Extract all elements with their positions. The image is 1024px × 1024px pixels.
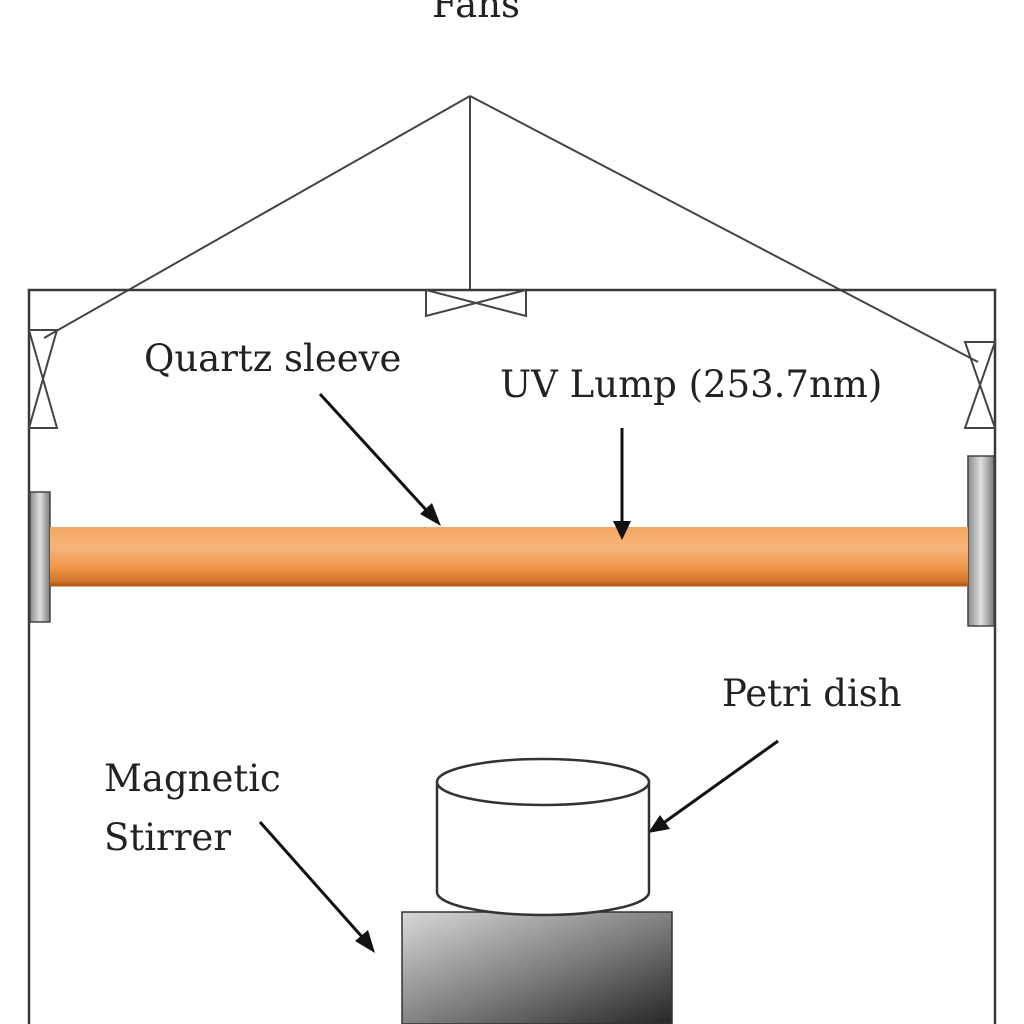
magnetic-stirrer-label-line2: Stirrer xyxy=(104,816,231,859)
uv-lamp-label: UV Lump (253.7nm) xyxy=(500,363,882,406)
magnetic-stirrer-block xyxy=(401,911,673,1024)
magnetic-stirrer-label-line1: Magnetic xyxy=(104,757,281,800)
lamp-endcap-right xyxy=(967,455,995,627)
fan-top-icon xyxy=(425,288,527,318)
quartz-sleeve-arrow xyxy=(318,392,441,526)
quartz-sleeve-label: Quartz sleeve xyxy=(144,337,401,380)
magnetic-stirrer-arrow xyxy=(258,821,375,953)
petri-dish-shape xyxy=(435,757,651,917)
uv-lamp-tube xyxy=(50,527,968,585)
lamp-endcap-left xyxy=(29,491,51,623)
fan-left-icon xyxy=(27,329,59,429)
petri-dish-arrow xyxy=(648,739,779,833)
chamber-box xyxy=(27,288,997,1024)
fan-right-icon xyxy=(963,341,997,429)
petri-dish-label: Petri dish xyxy=(722,672,902,715)
fan-connector-lines xyxy=(43,95,979,363)
uv-lamp-arrow xyxy=(613,428,631,540)
fans-label: Fans xyxy=(432,0,520,26)
